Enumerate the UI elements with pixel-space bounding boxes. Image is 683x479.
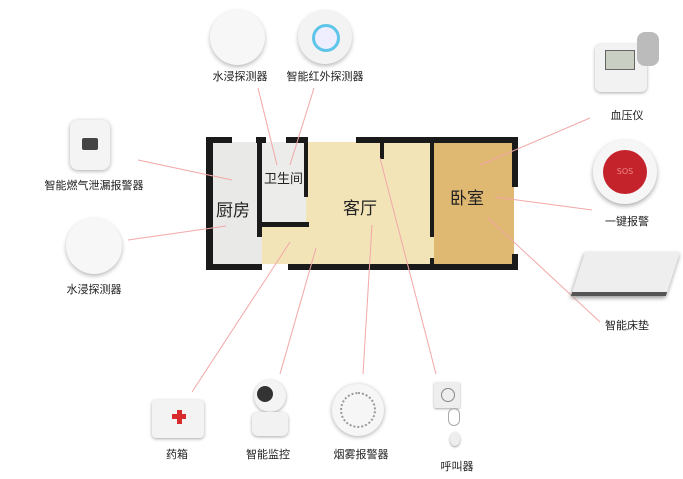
wall (206, 137, 232, 143)
line-smoke (362, 224, 373, 375)
room-label-bathroom: 卫生间 (264, 172, 304, 187)
water-sensor-left-icon (66, 218, 122, 274)
room-kitchen (212, 142, 262, 264)
label-sos-button: 一键报警 (605, 215, 649, 228)
wall (512, 254, 518, 270)
label-blood-pressure-monitor: 血压仪 (610, 109, 644, 122)
gas-detector-icon (70, 120, 110, 170)
line-camera (279, 247, 317, 375)
line-water-left (127, 225, 227, 241)
blood-pressure-monitor-icon (595, 32, 661, 94)
wall (257, 137, 262, 237)
label-gas-detector: 智能燃气泄漏报警器 (44, 179, 144, 192)
medicine-box-icon (152, 400, 204, 438)
line-sos (494, 196, 593, 211)
line-caller (379, 157, 437, 375)
room-label-bedroom: 卧室 (450, 189, 484, 209)
line-infrared (289, 87, 315, 166)
wall (206, 264, 262, 270)
room-label-kitchen: 厨房 (216, 201, 250, 221)
wall (304, 137, 308, 197)
label-infrared-sensor: 智能红外探测器 (286, 70, 364, 83)
line-medicine-box (191, 241, 291, 393)
sos-text: SOS (603, 150, 647, 194)
smart-mattress-icon (570, 252, 681, 296)
water-sensor-top-icon (210, 10, 265, 65)
room-bathroom (262, 142, 306, 222)
wall (356, 137, 518, 143)
wall (286, 137, 308, 143)
line-mattress (487, 217, 601, 323)
wall (288, 264, 518, 270)
infrared-sensor-icon (298, 10, 352, 64)
wall (430, 137, 434, 237)
wall (206, 137, 213, 270)
label-smart-mattress: 智能床垫 (605, 319, 649, 332)
wall (430, 258, 434, 268)
line-blood-pressure (479, 117, 591, 166)
label-water-sensor-left: 水浸探测器 (66, 283, 122, 296)
label-medicine-box: 药箱 (166, 448, 188, 461)
line-water-top (257, 87, 278, 166)
wall (380, 137, 384, 159)
smoke-alarm-icon (332, 384, 384, 436)
label-smoke-alarm: 烟雾报警器 (333, 448, 389, 461)
caller-icon (434, 382, 466, 454)
label-camera: 智能监控 (246, 448, 290, 461)
sos-button-icon: SOS (593, 140, 657, 204)
camera-icon (248, 380, 290, 440)
label-water-sensor-top: 水浸探测器 (212, 70, 268, 83)
wall (257, 222, 309, 227)
line-gas (137, 159, 233, 181)
room-bedroom (434, 142, 514, 264)
room-label-living: 客厅 (343, 199, 377, 219)
wall (512, 137, 518, 187)
label-caller: 呼叫器 (440, 460, 474, 473)
